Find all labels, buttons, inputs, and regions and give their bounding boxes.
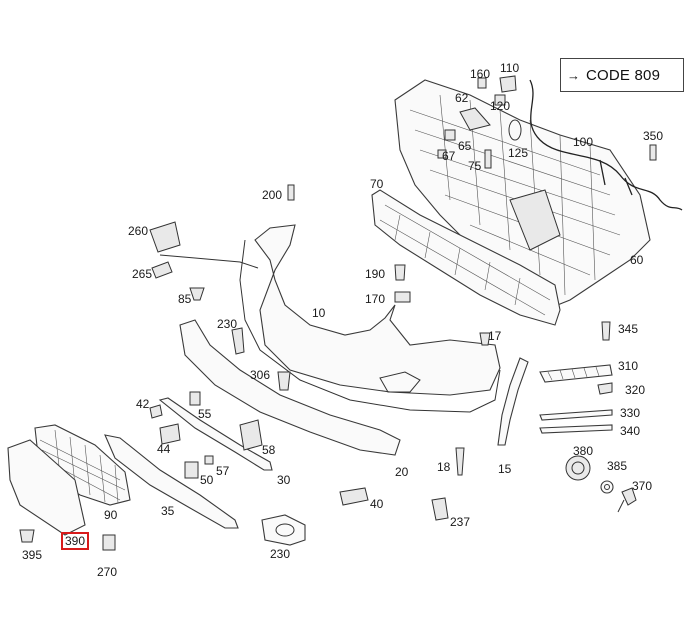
callout-320[interactable]: 320 (625, 383, 646, 397)
callout-70[interactable]: 70 (370, 177, 384, 191)
callout-230[interactable]: 230 (270, 547, 291, 561)
callout-370[interactable]: 380 (573, 444, 594, 458)
callout-67[interactable]: 67 (442, 149, 456, 163)
callout-100[interactable]: 100 (573, 135, 594, 149)
part-30-trim-strip[interactable] (158, 397, 273, 471)
callout-170[interactable]: 190 (365, 267, 386, 281)
part-15-side-strip[interactable] (497, 357, 529, 446)
callout-30[interactable]: 30 (277, 473, 291, 487)
callout-385[interactable]: 385 (607, 459, 628, 473)
part-35-grille-frame[interactable] (104, 434, 239, 529)
callout-75[interactable]: 75 (468, 159, 482, 173)
callout-120[interactable]: 120 (490, 99, 511, 113)
fastener-marks (19, 75, 657, 551)
callout-44[interactable]: 44 (157, 442, 171, 456)
callout-390-highlighted[interactable]: 390 (60, 532, 90, 550)
callout-17[interactable]: 17 (488, 329, 502, 343)
part-20-lower-section[interactable] (179, 319, 401, 456)
code-809-note: → CODE 809 (560, 58, 684, 92)
callout-18[interactable]: 18 (437, 460, 451, 474)
callout-345[interactable]: 345 (618, 322, 639, 336)
callout-190[interactable]: 230 (217, 317, 238, 331)
callout-310[interactable]: 310 (618, 359, 639, 373)
callout-35[interactable]: 35 (161, 504, 175, 518)
callout-237[interactable]: 237 (450, 515, 471, 529)
callout-20[interactable]: 20 (395, 465, 409, 479)
callout-330[interactable]: 330 (620, 406, 641, 420)
code-note-text: CODE 809 (586, 66, 661, 84)
part-340-trim[interactable] (539, 424, 613, 434)
callout-85[interactable]: 85 (178, 292, 192, 306)
callout-50[interactable]: 55 (198, 407, 212, 421)
callout-90[interactable]: 90 (104, 508, 118, 522)
callout-130[interactable]: 160 (470, 67, 491, 81)
part-330-trim[interactable] (539, 409, 613, 421)
part-380-bolt[interactable] (617, 487, 637, 513)
callout-380[interactable]: 370 (632, 479, 653, 493)
part-100-wiring[interactable] (529, 79, 683, 211)
callout-55[interactable]: 50 (200, 473, 214, 487)
part-70-absorber[interactable] (371, 189, 561, 326)
callout-110[interactable]: 110 (500, 61, 520, 75)
part-385-washer[interactable] (600, 480, 614, 494)
callout-65[interactable]: 65 (458, 139, 472, 153)
callout-58[interactable]: 58 (262, 443, 276, 457)
part-370-actuator[interactable] (565, 455, 591, 481)
callout-57[interactable]: 57 (216, 464, 230, 478)
part-60-reinforcement[interactable] (394, 79, 651, 311)
callout-10[interactable]: 10 (312, 306, 326, 320)
callout-270[interactable]: 270 (97, 565, 118, 579)
arrow-right-icon: → (567, 67, 580, 83)
callout-395[interactable]: 395 (22, 548, 43, 562)
part-310-trim[interactable] (539, 364, 613, 383)
callout-340[interactable]: 340 (620, 424, 641, 438)
callout-350[interactable]: 350 (643, 129, 664, 143)
callout-40[interactable]: 40 (370, 497, 384, 511)
callout-15[interactable]: 15 (498, 462, 512, 476)
callout-306[interactable]: 306 (250, 368, 271, 382)
callout-160[interactable]: 170 (365, 292, 386, 306)
callout-260[interactable]: 260 (128, 224, 149, 238)
part-230-fog-bezel[interactable] (261, 514, 306, 546)
part-390-plate-bracket[interactable] (7, 439, 86, 536)
callout-60[interactable]: 60 (630, 253, 644, 267)
part-10-bumper-cover[interactable] (159, 224, 501, 413)
callout-200[interactable]: 200 (262, 188, 283, 202)
callout-62[interactable]: 62 (455, 91, 469, 105)
callout-125[interactable]: 125 (508, 146, 529, 160)
callout-265[interactable]: 265 (132, 267, 153, 281)
callout-42[interactable]: 42 (136, 397, 150, 411)
